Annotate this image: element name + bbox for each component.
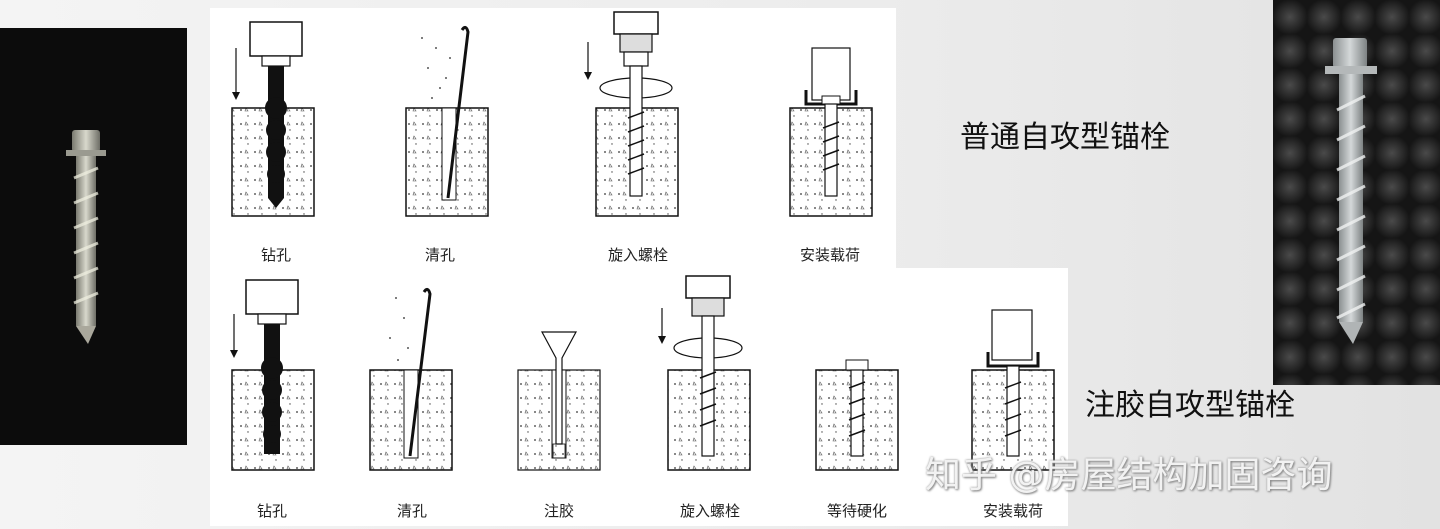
bottom-step-label-3: 注胶 xyxy=(543,502,575,520)
top-step-label-3: 旋入螺栓 xyxy=(607,246,669,264)
ordinary-anchor-title: 普通自攻型锚栓 xyxy=(960,120,1170,155)
author-credit: 知乎 @房屋结构加固咨询 xyxy=(925,455,1333,496)
bottom-step-label-2: 清孔 xyxy=(396,502,428,520)
bottom-step-label-6: 安装载荷 xyxy=(982,502,1044,520)
glue-anchor-diagram xyxy=(230,275,1055,471)
bottom-step-label-4: 旋入螺栓 xyxy=(679,502,741,520)
ordinary-anchor-steps-panel: 钻孔 清孔 旋入螺栓 安装载荷 xyxy=(210,8,896,270)
top-step-label-4: 安装载荷 xyxy=(799,246,861,264)
top-step2-cleaning-figure xyxy=(405,25,489,217)
bottom-step3-glue-figure xyxy=(517,331,601,471)
glue-anchor-steps-panel: 钻孔 清孔 注胶 旋入螺栓 等待硬化 安装载荷 xyxy=(210,268,1068,526)
screw-illustration-left xyxy=(66,130,106,344)
bottom-step4-screwing-figure xyxy=(658,275,751,471)
bottom-step-label-5: 等待硬化 xyxy=(826,502,888,520)
anchor-photo-right xyxy=(1273,0,1440,385)
screw-illustration-right xyxy=(1325,38,1377,344)
bottom-step-label-1: 钻孔 xyxy=(256,502,288,520)
top-step-label-1: 钻孔 xyxy=(260,246,292,264)
ordinary-anchor-diagram xyxy=(231,11,873,217)
bottom-step6-loading-figure xyxy=(971,309,1055,471)
top-step3-screwing-figure xyxy=(584,11,679,217)
top-step4-loading-figure xyxy=(789,47,873,217)
bottom-step1-drilling-figure xyxy=(230,279,315,471)
bottom-step5-curing-figure xyxy=(815,359,899,471)
glue-anchor-title: 注胶自攻型锚栓 xyxy=(1085,388,1295,423)
anchor-photo-left xyxy=(0,28,187,445)
bottom-step2-cleaning-figure xyxy=(369,287,453,471)
top-step-label-2: 清孔 xyxy=(424,246,456,264)
top-step1-drilling-figure xyxy=(231,21,315,217)
